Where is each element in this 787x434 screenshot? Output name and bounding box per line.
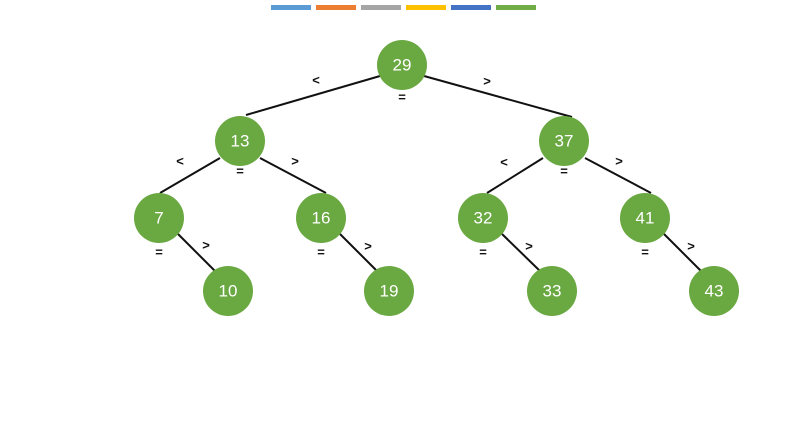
- edge-37-32: [486, 157, 544, 194]
- edge-41-43: [663, 233, 703, 273]
- greater-than-label: >: [291, 154, 299, 169]
- tree-node: 19: [364, 266, 414, 316]
- palette-swatch-gray: [361, 5, 401, 10]
- tree-node: 43: [689, 266, 739, 316]
- less-than-label: <: [500, 155, 508, 170]
- node-circle: [364, 266, 414, 316]
- equal-label: =: [317, 245, 325, 260]
- greater-than-label: >: [615, 154, 623, 169]
- tree-node: 16: [296, 193, 346, 243]
- node-circle: [539, 116, 589, 166]
- node-circle: [296, 193, 346, 243]
- palette-swatch-green: [496, 5, 536, 10]
- node-circle: [377, 40, 427, 90]
- palette-swatch-blue: [271, 5, 311, 10]
- tree-node: 7: [134, 193, 184, 243]
- greater-than-label: >: [483, 74, 491, 89]
- equal-label: =: [560, 164, 568, 179]
- node-label: 29: [393, 56, 412, 75]
- greater-than-label: >: [202, 238, 210, 253]
- node-label: 32: [474, 209, 493, 228]
- node-label: 43: [705, 282, 724, 301]
- node-circle: [689, 266, 739, 316]
- tree-node: 32: [458, 193, 508, 243]
- node-circle: [458, 193, 508, 243]
- edge-29-37: [423, 75, 573, 118]
- edge-29-13: [245, 75, 381, 116]
- edge-13-16: [259, 157, 327, 194]
- node-circle: [215, 116, 265, 166]
- node-label: 16: [312, 209, 331, 228]
- tree-node: 10: [203, 266, 253, 316]
- equal-label: =: [155, 245, 163, 260]
- palette-swatch-dark-blue: [451, 5, 491, 10]
- node-label: 7: [154, 209, 163, 228]
- tree-node: 13: [215, 116, 265, 166]
- tree-edges: [159, 75, 703, 273]
- greater-than-label: >: [364, 239, 372, 254]
- tree-node: 41: [620, 193, 670, 243]
- tree-node: 33: [527, 266, 577, 316]
- node-label: 13: [231, 132, 250, 151]
- equal-label: =: [398, 90, 406, 105]
- tree-node: 29: [377, 40, 427, 90]
- equal-label: =: [479, 245, 487, 260]
- greater-than-label: >: [687, 239, 695, 254]
- node-label: 41: [636, 209, 655, 228]
- node-label: 19: [380, 282, 399, 301]
- greater-than-label: >: [525, 239, 533, 254]
- less-than-label: <: [312, 73, 320, 88]
- node-label: 33: [543, 282, 562, 301]
- edge-37-41: [584, 157, 652, 194]
- tree-node: 37: [539, 116, 589, 166]
- less-than-label: <: [176, 154, 184, 169]
- equal-label: =: [641, 245, 649, 260]
- node-circle: [527, 266, 577, 316]
- edge-7-10: [177, 233, 217, 273]
- node-label: 10: [219, 282, 238, 301]
- palette-swatch-orange: [316, 5, 356, 10]
- edge-16-19: [339, 233, 379, 273]
- node-circle: [203, 266, 253, 316]
- equal-label: =: [236, 164, 244, 179]
- node-circle: [620, 193, 670, 243]
- node-label: 37: [555, 132, 574, 151]
- edge-32-33: [501, 233, 542, 273]
- node-circle: [134, 193, 184, 243]
- palette-swatch-yellow: [406, 5, 446, 10]
- edge-13-7: [159, 157, 221, 194]
